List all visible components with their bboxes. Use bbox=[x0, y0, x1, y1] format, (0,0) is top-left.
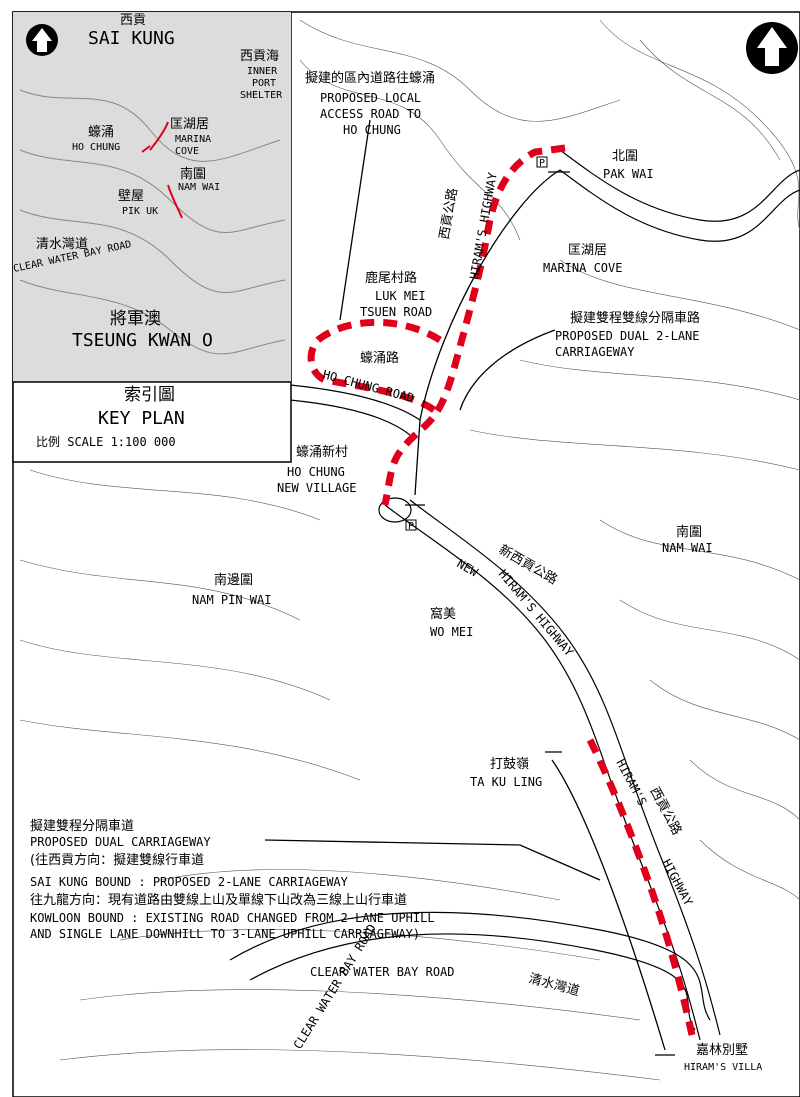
svg-text:P: P bbox=[539, 158, 545, 169]
label-nam-pin-wai-zh: 南邊圍 bbox=[214, 572, 253, 588]
inset-ho-chung-en: HO CHUNG bbox=[72, 142, 120, 153]
label-marina-cove-zh: 匡湖居 bbox=[568, 243, 607, 258]
label-wo-mei-zh: 窩美 bbox=[430, 606, 456, 622]
parking-icon: P P bbox=[405, 156, 548, 532]
label-hirams-highway-zh: 西貢公路 bbox=[436, 187, 461, 241]
label-local-road-en-2: ACCESS ROAD TO bbox=[320, 107, 421, 121]
label-ho-chung-road-zh: 蠔涌路 bbox=[360, 350, 399, 366]
label-new-hirams-en-2: HIRAM'S HIGHWAY bbox=[496, 567, 577, 660]
note-line-6: KOWLOON BOUND : EXISTING ROAD CHANGED FR… bbox=[30, 911, 435, 925]
inset-tko-zh: 將軍澳 bbox=[110, 309, 161, 329]
inset-north-arrow-icon bbox=[26, 24, 58, 56]
terrain-contours bbox=[19, 19, 800, 1081]
label-dual2-en-2: CARRIAGEWAY bbox=[555, 345, 635, 359]
label-dual2-zh: 擬建雙程雙線分隔車路 bbox=[570, 310, 700, 326]
label-ho-chung-road-en: HO CHUNG ROAD bbox=[321, 367, 415, 405]
key-plan-title-en: KEY PLAN bbox=[98, 408, 185, 429]
label-pak-wai-en: PAK WAI bbox=[603, 167, 654, 181]
label-local-road-en-1: PROPOSED LOCAL bbox=[320, 91, 421, 105]
inset-cwb-road-zh: 清水灣道 bbox=[36, 237, 88, 252]
label-cwb-road-en: CLEAR WATER BAY ROAD bbox=[310, 965, 455, 979]
inset-sai-kung-en: SAI KUNG bbox=[88, 28, 175, 49]
inset-tko-en: TSEUNG KWAN O bbox=[72, 330, 213, 351]
inset-marina-cove-en-1: MARINA bbox=[175, 134, 211, 145]
note-line-7: AND SINGLE LANE DOWNHILL TO 3-LANE UPHIL… bbox=[30, 927, 420, 941]
inset-ho-chung-zh: 蠔涌 bbox=[88, 124, 114, 140]
label-pak-wai-zh: 北圍 bbox=[612, 149, 638, 164]
label-marina-cove-en: MARINA COVE bbox=[543, 261, 622, 275]
road-network bbox=[229, 149, 800, 1041]
label-nam-wai-zh: 南圍 bbox=[676, 524, 702, 540]
key-plan-inset: 西貢 SAI KUNG 西貢海 INNER PORT SHELTER 蠔涌 HO… bbox=[12, 11, 292, 463]
label-hirams-lower-zh: 西貢公路 bbox=[646, 784, 685, 837]
inset-pik-uk-en: PIK UK bbox=[122, 206, 158, 217]
key-plan-scale: 比例 SCALE 1:100 000 bbox=[36, 435, 176, 449]
inset-terrain bbox=[19, 89, 286, 355]
label-hirams-lower-en-1: HIRAM'S bbox=[613, 757, 649, 808]
label-luk-mei-en-1: LUK MEI bbox=[375, 289, 426, 303]
label-hirams-highway-en: HIRAM'S HIGHWAY bbox=[467, 171, 500, 281]
label-nam-pin-wai-en: NAM PIN WAI bbox=[192, 593, 271, 607]
label-local-road-zh: 擬建的區內道路往蠔涌 bbox=[305, 70, 435, 86]
inset-port-shelter-zh: 西貢海 bbox=[240, 49, 279, 64]
label-cwb-road-zh: 清水灣道 bbox=[527, 971, 581, 999]
label-luk-mei-en-2: TSUEN ROAD bbox=[360, 305, 432, 319]
inset-sai-kung-zh: 西貢 bbox=[120, 13, 146, 28]
inset-port-shelter-en-3: SHELTER bbox=[240, 90, 283, 101]
label-local-road-en-3: HO CHUNG bbox=[343, 123, 401, 137]
proposed-route bbox=[307, 144, 696, 1036]
label-new-hirams-en-1: NEW bbox=[455, 556, 481, 579]
label-hirams-villa-en: HIRAM'S VILLA bbox=[684, 1062, 762, 1073]
inset-nam-wai-en: NAM WAI bbox=[178, 182, 220, 193]
note-line-4: SAI KUNG BOUND : PROPOSED 2-LANE CARRIAG… bbox=[30, 875, 349, 889]
label-ho-chung-nv-en-1: HO CHUNG bbox=[287, 465, 345, 479]
inset-port-shelter-en-2: PORT bbox=[252, 78, 276, 89]
label-wo-mei-en: WO MEI bbox=[430, 625, 473, 639]
label-ho-chung-nv-zh: 蠔涌新村 bbox=[296, 444, 348, 460]
label-nam-wai-en: NAM WAI bbox=[662, 541, 713, 555]
svg-text:P: P bbox=[408, 521, 414, 532]
label-ta-ku-ling-zh: 打鼓嶺 bbox=[490, 757, 529, 772]
notes-block: 擬建雙程分隔車道 PROPOSED DUAL CARRIAGEWAY (往西貢方… bbox=[30, 818, 435, 941]
label-cwb-road2-en: CLEAR WATER BAY ROAD bbox=[291, 922, 379, 1052]
label-ho-chung-nv-en-2: NEW VILLAGE bbox=[277, 481, 356, 495]
note-line-5: 往九龍方向：現有道路由雙線上山及單線下山改為三線上山行車道 bbox=[30, 892, 407, 908]
leader-lines bbox=[264, 119, 675, 1056]
note-line-2: PROPOSED DUAL CARRIAGEWAY bbox=[30, 835, 211, 849]
key-plan-title-zh: 索引圖 bbox=[124, 385, 175, 405]
inset-marina-cove-en-2: COVE bbox=[175, 146, 199, 157]
label-dual2-en-1: PROPOSED DUAL 2-LANE bbox=[555, 329, 700, 343]
inset-port-shelter-en-1: INNER bbox=[247, 66, 278, 77]
label-luk-mei-zh: 鹿尾村路 bbox=[365, 270, 417, 286]
inset-marina-cove-zh: 匡湖居 bbox=[170, 117, 209, 132]
label-ta-ku-ling-en: TA KU LING bbox=[470, 775, 542, 789]
inset-pik-uk-zh: 壁屋 bbox=[118, 189, 144, 204]
inset-nam-wai-zh: 南圍 bbox=[180, 166, 206, 182]
note-line-3: (往西貢方向：擬建雙線行車道 bbox=[30, 852, 204, 868]
label-hirams-villa-zh: 嘉林別墅 bbox=[696, 1043, 748, 1058]
note-line-1: 擬建雙程分隔車道 bbox=[30, 818, 134, 834]
north-arrow-icon bbox=[746, 22, 798, 74]
